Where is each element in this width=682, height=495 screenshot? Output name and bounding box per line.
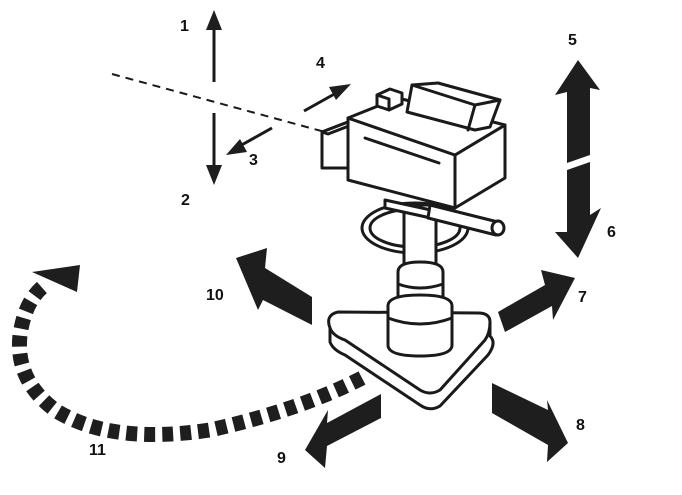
label-1: 1 bbox=[180, 18, 189, 35]
arrow-10-forward-left bbox=[236, 248, 312, 325]
label-3: 3 bbox=[249, 152, 258, 169]
label-10: 10 bbox=[206, 287, 224, 304]
arrow-4-forward bbox=[303, 84, 351, 113]
arrow-3-backward bbox=[226, 126, 273, 155]
arrow-9-back-left bbox=[305, 394, 381, 468]
pedestal-base bbox=[327, 293, 495, 411]
lens-axis-dashed-line bbox=[111, 73, 326, 133]
label-6: 6 bbox=[607, 224, 616, 241]
arrow-7-right-forward bbox=[498, 270, 575, 332]
label-11: 11 bbox=[89, 442, 106, 459]
arrow-8-right-back bbox=[492, 383, 568, 462]
label-9: 9 bbox=[277, 450, 286, 467]
label-4: 4 bbox=[316, 55, 325, 72]
arrow-2-down bbox=[206, 113, 222, 185]
arrow-6-down bbox=[555, 162, 601, 258]
pedestal-column bbox=[360, 198, 506, 307]
arrow-1-up bbox=[206, 10, 222, 82]
label-8: 8 bbox=[576, 417, 585, 434]
label-5: 5 bbox=[568, 32, 577, 49]
label-7: 7 bbox=[578, 289, 587, 306]
label-2: 2 bbox=[181, 192, 190, 209]
arrow-5-up bbox=[555, 60, 600, 163]
camera-body bbox=[320, 81, 507, 210]
arrow-11-arc bbox=[11, 265, 366, 442]
